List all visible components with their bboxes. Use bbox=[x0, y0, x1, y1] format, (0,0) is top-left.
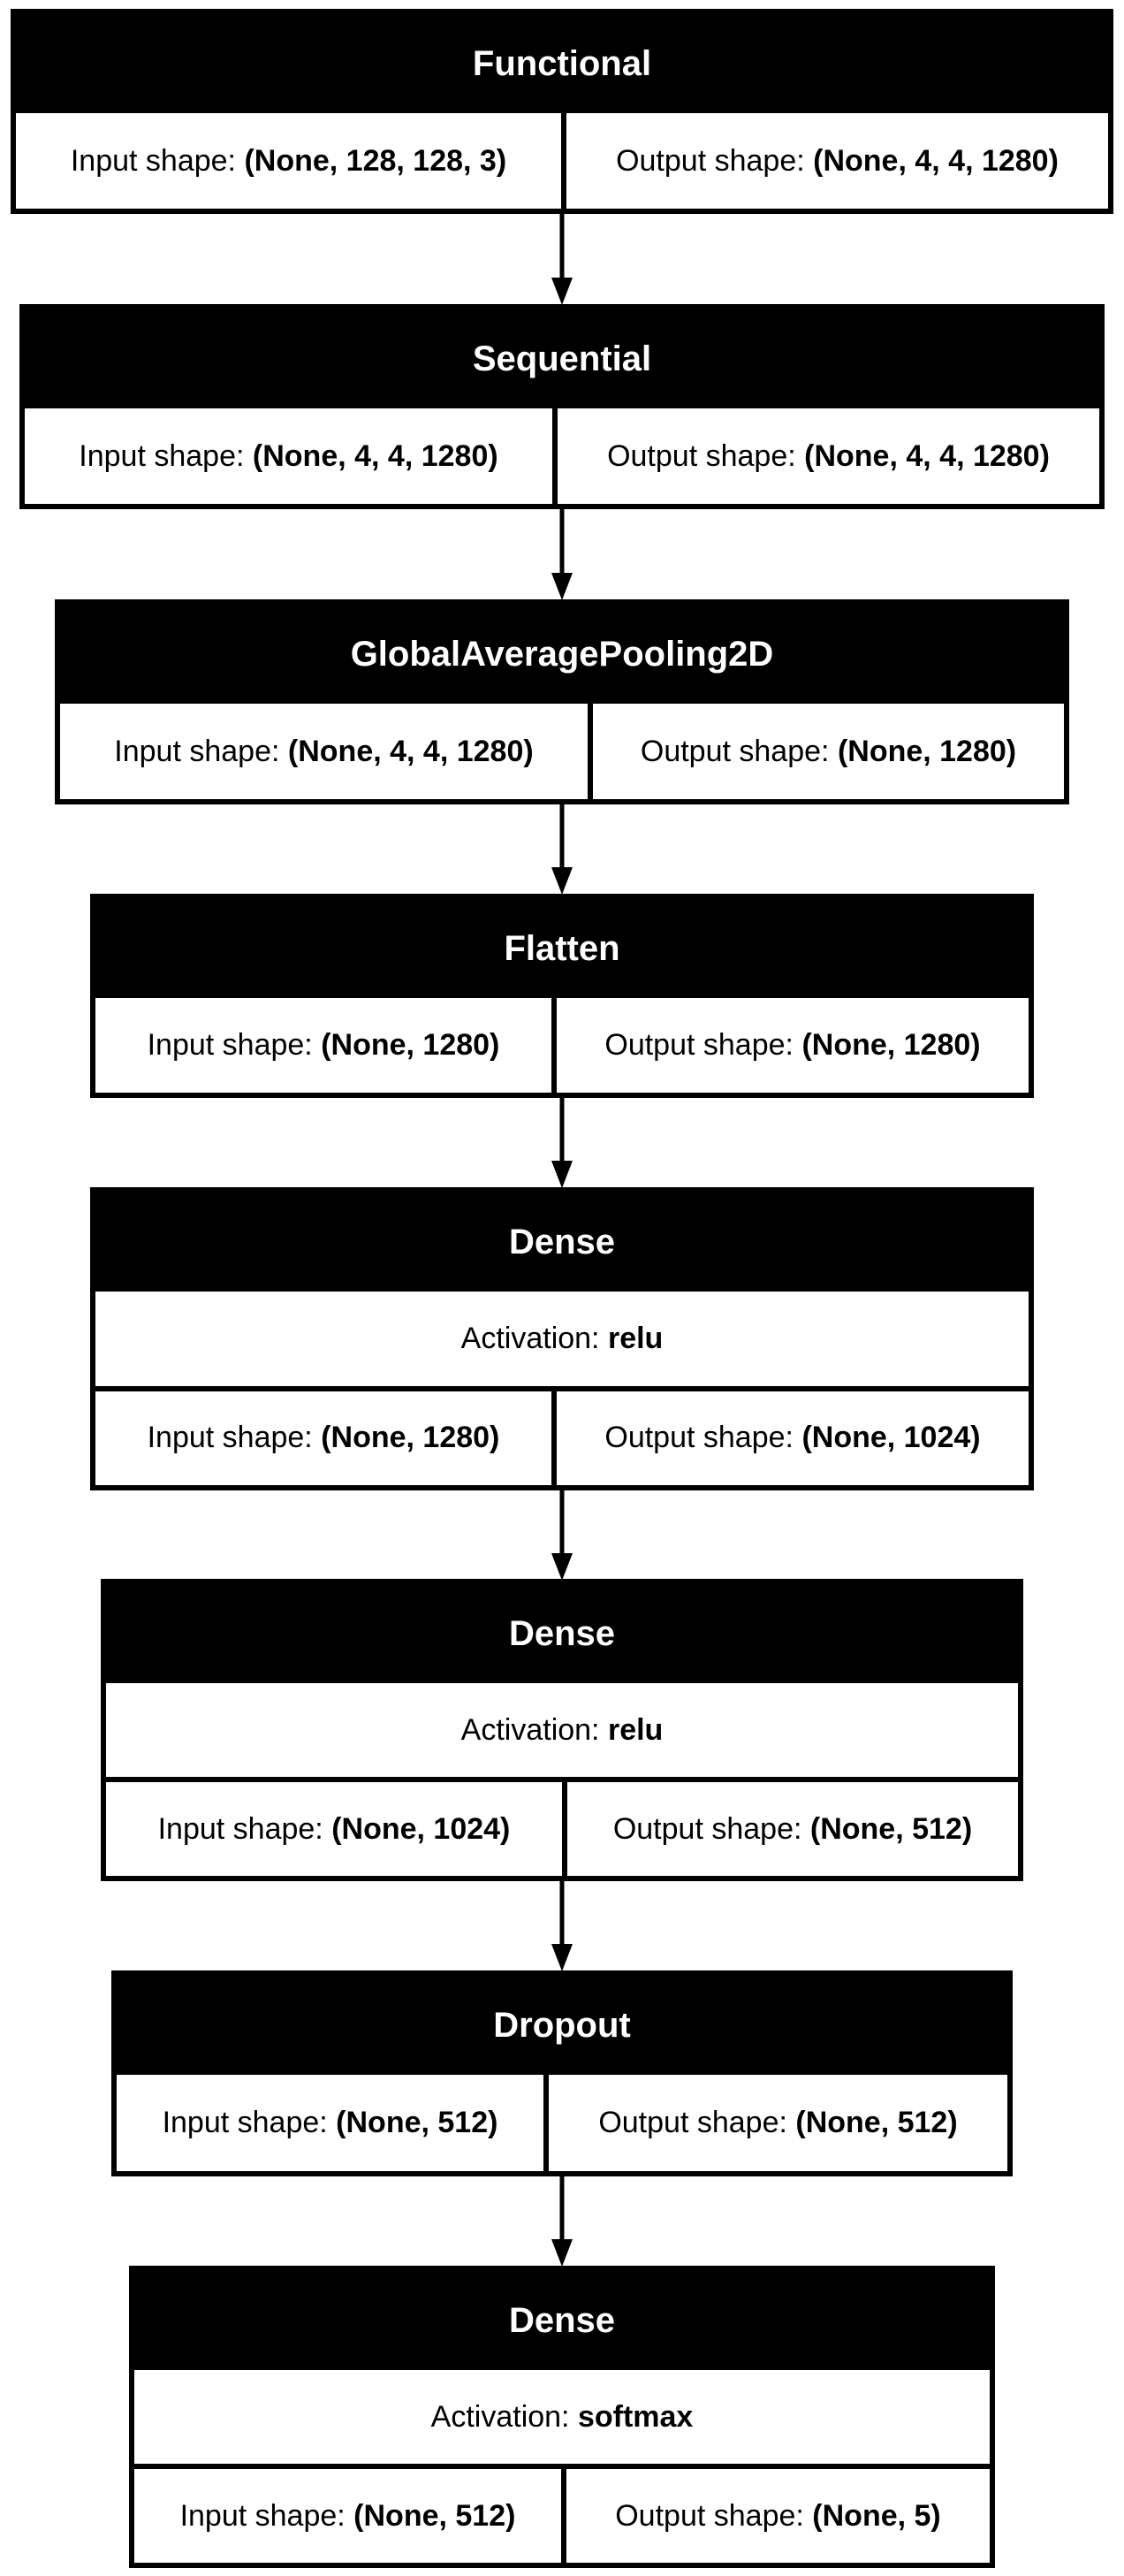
output-shape-value: (None, 1280) bbox=[837, 734, 1017, 768]
input-shape-value: (None, 4, 4, 1280) bbox=[252, 438, 498, 473]
activation-value: relu bbox=[607, 1321, 664, 1355]
input-shape-label: Input shape: bbox=[70, 143, 236, 178]
activation-label: Activation: bbox=[460, 1321, 600, 1355]
layer-node-dense-2: Dense Activation: relu Input shape: (Non… bbox=[101, 1579, 1023, 1881]
layer-title: Flatten bbox=[95, 899, 1029, 998]
arrow-4 bbox=[551, 1098, 573, 1188]
input-shape-value: (None, 1280) bbox=[321, 1421, 500, 1455]
input-shape-label: Input shape: bbox=[157, 1811, 323, 1846]
output-shape-label: Output shape: bbox=[604, 1028, 794, 1062]
input-shape-cell: Input shape: (None, 1024) bbox=[106, 1782, 562, 1876]
layer-node-flatten: Flatten Input shape: (None, 1280) Output… bbox=[90, 894, 1034, 1098]
input-shape-value: (None, 128, 128, 3) bbox=[244, 143, 507, 178]
output-shape-label: Output shape: bbox=[616, 143, 805, 178]
arrow-1 bbox=[551, 214, 573, 305]
layer-title: Dense bbox=[106, 1584, 1018, 1683]
activation-cell: Activation: softmax bbox=[134, 2370, 990, 2464]
layer-title: Sequential bbox=[25, 309, 1099, 408]
activation-cell: Activation: relu bbox=[106, 1683, 1018, 1777]
output-shape-cell: Output shape: (None, 4, 4, 1280) bbox=[561, 113, 1108, 209]
activation-row: Activation: relu bbox=[106, 1683, 1018, 1777]
activation-row: Activation: relu bbox=[95, 1292, 1029, 1386]
output-shape-cell: Output shape: (None, 1280) bbox=[588, 704, 1064, 799]
input-shape-cell: Input shape: (None, 1280) bbox=[95, 998, 551, 1093]
input-shape-label: Input shape: bbox=[179, 2498, 346, 2533]
input-shape-value: (None, 4, 4, 1280) bbox=[287, 734, 534, 768]
activation-row: Activation: softmax bbox=[134, 2370, 990, 2464]
input-shape-label: Input shape: bbox=[147, 1028, 313, 1062]
output-shape-cell: Output shape: (None, 1280) bbox=[551, 998, 1029, 1093]
layer-title: Dense bbox=[95, 1193, 1029, 1292]
layer-node-functional: Functional Input shape: (None, 128, 128,… bbox=[11, 9, 1113, 214]
shape-row: Input shape: (None, 1024) Output shape: … bbox=[106, 1777, 1018, 1876]
output-shape-value: (None, 5) bbox=[812, 2498, 941, 2533]
activation-label: Activation: bbox=[460, 1712, 600, 1747]
input-shape-label: Input shape: bbox=[147, 1421, 313, 1455]
input-shape-value: (None, 512) bbox=[353, 2498, 516, 2533]
input-shape-label: Input shape: bbox=[114, 734, 280, 768]
layer-node-dense-3: Dense Activation: softmax Input shape: (… bbox=[129, 2266, 995, 2568]
layer-title: Dense bbox=[134, 2271, 990, 2370]
arrow-2 bbox=[551, 509, 573, 600]
layer-node-sequential: Sequential Input shape: (None, 4, 4, 128… bbox=[19, 304, 1105, 509]
shape-row: Input shape: (None, 1280) Output shape: … bbox=[95, 998, 1029, 1093]
output-shape-value: (None, 4, 4, 1280) bbox=[804, 438, 1050, 473]
output-shape-cell: Output shape: (None, 512) bbox=[543, 2075, 1007, 2171]
output-shape-cell: Output shape: (None, 5) bbox=[561, 2469, 990, 2563]
input-shape-label: Input shape: bbox=[162, 2106, 328, 2139]
output-shape-value: (None, 1024) bbox=[801, 1421, 981, 1455]
shape-row: Input shape: (None, 4, 4, 1280) Output s… bbox=[25, 408, 1099, 504]
input-shape-value: (None, 1280) bbox=[321, 1028, 500, 1062]
activation-label: Activation: bbox=[430, 2399, 570, 2434]
arrow-6 bbox=[551, 1881, 573, 1971]
layer-title: GlobalAveragePooling2D bbox=[60, 605, 1064, 704]
input-shape-cell: Input shape: (None, 4, 4, 1280) bbox=[60, 704, 588, 799]
output-shape-label: Output shape: bbox=[612, 1811, 802, 1846]
activation-value: relu bbox=[607, 1712, 664, 1747]
output-shape-value: (None, 512) bbox=[809, 1811, 973, 1846]
output-shape-value: (None, 1280) bbox=[801, 1028, 981, 1062]
arrow-5 bbox=[551, 1490, 573, 1581]
input-shape-cell: Input shape: (None, 1280) bbox=[95, 1391, 551, 1485]
shape-row: Input shape: (None, 1280) Output shape: … bbox=[95, 1385, 1029, 1485]
activation-cell: Activation: relu bbox=[95, 1292, 1029, 1386]
output-shape-label: Output shape: bbox=[640, 734, 830, 768]
layer-node-dense-1: Dense Activation: relu Input shape: (Non… bbox=[90, 1187, 1034, 1490]
input-shape-cell: Input shape: (None, 512) bbox=[117, 2075, 543, 2171]
output-shape-cell: Output shape: (None, 1024) bbox=[551, 1391, 1029, 1485]
shape-row: Input shape: (None, 4, 4, 1280) Output s… bbox=[60, 704, 1064, 799]
output-shape-cell: Output shape: (None, 512) bbox=[562, 1782, 1018, 1876]
layer-title: Dropout bbox=[117, 1976, 1007, 2075]
shape-row: Input shape: (None, 128, 128, 3) Output … bbox=[16, 113, 1108, 209]
shape-row: Input shape: (None, 512) Output shape: (… bbox=[134, 2464, 990, 2563]
output-shape-cell: Output shape: (None, 4, 4, 1280) bbox=[552, 408, 1099, 504]
arrow-3 bbox=[551, 804, 573, 895]
input-shape-cell: Input shape: (None, 512) bbox=[134, 2469, 561, 2563]
arrow-7 bbox=[551, 2176, 573, 2267]
output-shape-value: (None, 512) bbox=[795, 2106, 958, 2139]
input-shape-value: (None, 1024) bbox=[331, 1811, 511, 1846]
input-shape-label: Input shape: bbox=[79, 438, 245, 473]
input-shape-cell: Input shape: (None, 128, 128, 3) bbox=[16, 113, 561, 209]
output-shape-value: (None, 4, 4, 1280) bbox=[813, 143, 1059, 178]
output-shape-label: Output shape: bbox=[615, 2498, 804, 2533]
output-shape-label: Output shape: bbox=[598, 2106, 787, 2139]
activation-value: softmax bbox=[577, 2399, 694, 2434]
output-shape-label: Output shape: bbox=[607, 438, 796, 473]
layer-title: Functional bbox=[16, 14, 1108, 113]
input-shape-value: (None, 512) bbox=[336, 2106, 498, 2139]
output-shape-label: Output shape: bbox=[604, 1421, 794, 1455]
layer-node-dropout: Dropout Input shape: (None, 512) Output … bbox=[111, 1970, 1013, 2176]
shape-row: Input shape: (None, 512) Output shape: (… bbox=[117, 2075, 1007, 2171]
input-shape-cell: Input shape: (None, 4, 4, 1280) bbox=[25, 408, 552, 504]
layer-node-globalaveragepooling2d: GlobalAveragePooling2D Input shape: (Non… bbox=[55, 599, 1069, 804]
